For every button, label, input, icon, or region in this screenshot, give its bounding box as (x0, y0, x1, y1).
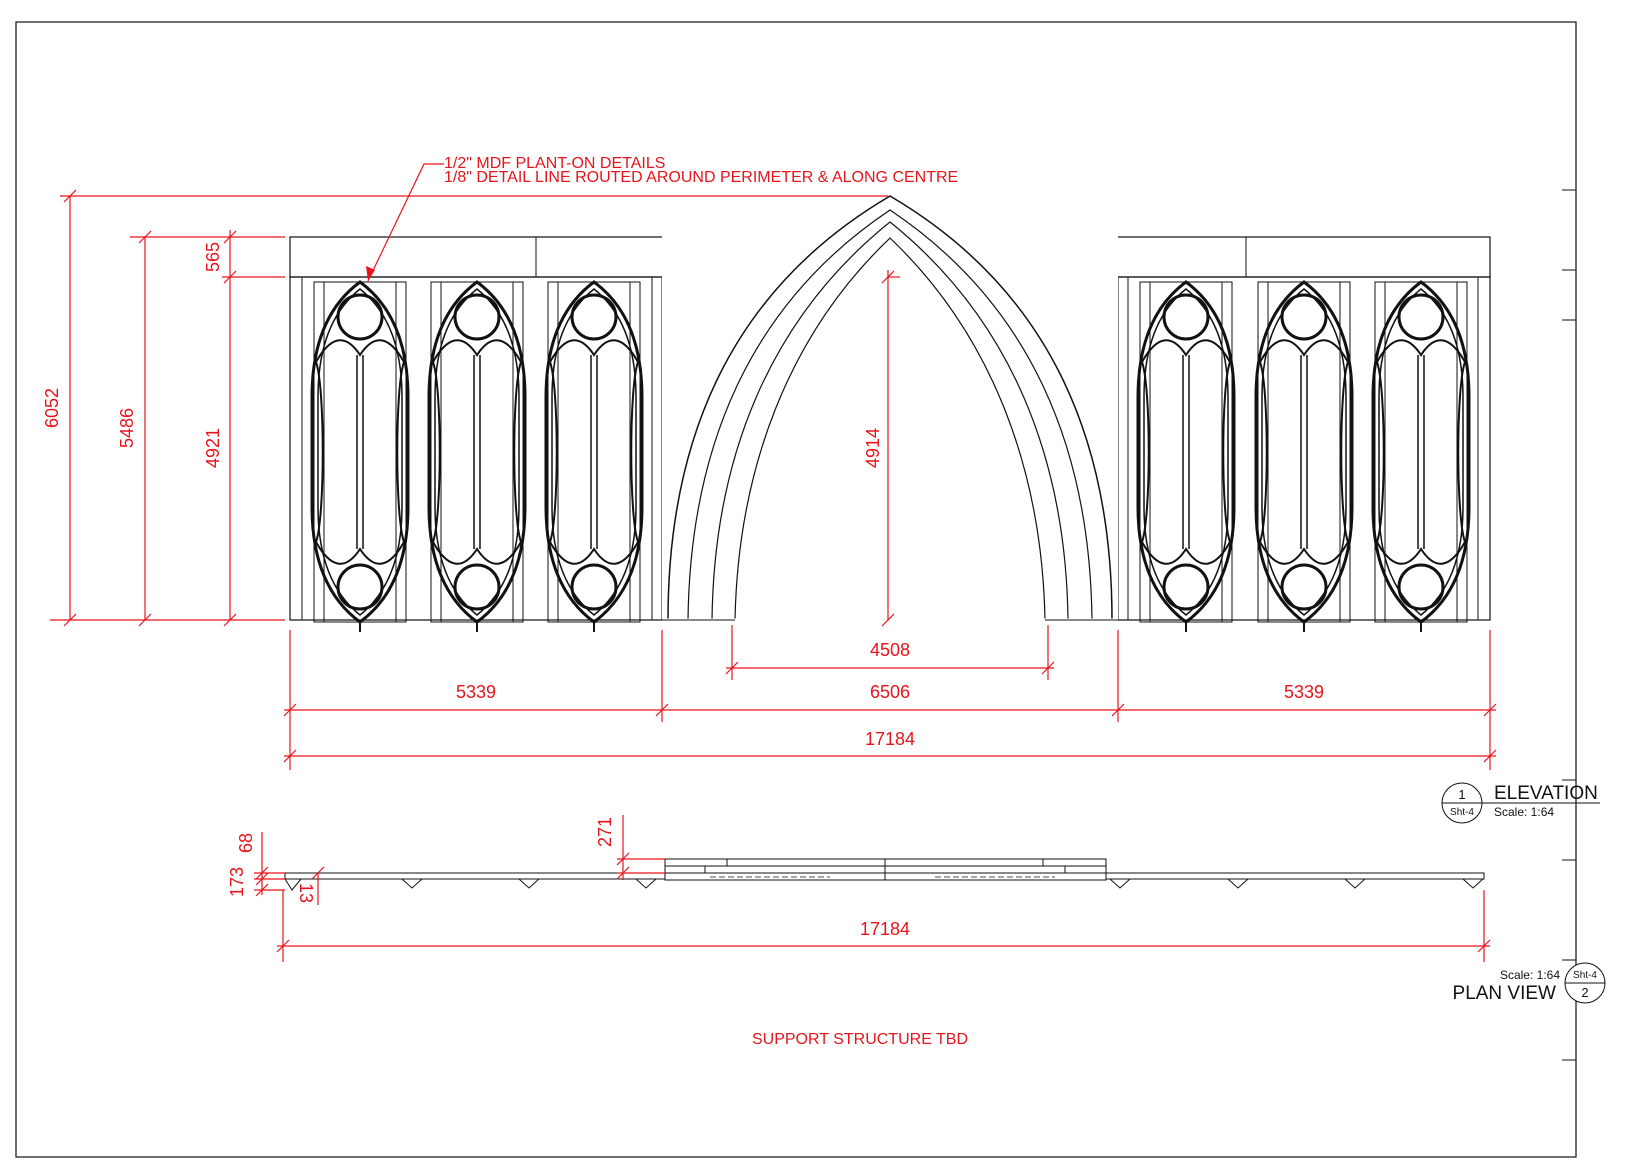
plan-view-tag: Sht-4 2 Scale: 1:64 PLAN VIEW (1453, 962, 1606, 1004)
plan-tag-sheet: Sht-4 (1573, 970, 1597, 981)
plan-dim-271: 271 (595, 817, 615, 847)
window-panel (1136, 280, 1236, 634)
plan-tag-number: 2 (1581, 985, 1588, 1000)
window-panel (310, 280, 410, 634)
elevation-drawing (289, 195, 1491, 634)
elevation-title: ELEVATION (1494, 783, 1598, 804)
window-panel (427, 280, 527, 634)
callout-line-2: 1/8" DETAIL LINE ROUTED AROUND PERIMETER… (444, 169, 958, 186)
dim-cap-height: 565 (203, 242, 223, 272)
plant-on-callout: 1/2" MDF PLANT-ON DETAILS 1/8" DETAIL LI… (366, 155, 958, 282)
plan-drawing (284, 858, 1485, 891)
elevation-scale: Scale: 1:64 (1494, 805, 1554, 819)
window-panel (544, 280, 644, 634)
plan-dimensions: 17184 68 173 13 271 (227, 815, 1491, 962)
plan-title: PLAN VIEW (1453, 983, 1557, 1004)
dim-wall-height: 5486 (117, 408, 137, 448)
dim-left-section: 5339 (456, 682, 496, 702)
dim-overall-width: 17184 (865, 729, 915, 749)
support-structure-note: SUPPORT STRUCTURE TBD (752, 1031, 968, 1048)
plan-scale: Scale: 1:64 (1500, 968, 1560, 982)
window-panel (1371, 280, 1471, 634)
window-panel (1254, 280, 1354, 634)
elevation-tag-number: 1 (1458, 787, 1465, 802)
elevation-dimensions: 6052 5486 4921 565 4914 4508 5339 6506 5… (42, 189, 1497, 770)
plan-dim-68: 68 (236, 833, 256, 853)
dim-center-section: 6506 (870, 682, 910, 702)
elevation-view-tag: 1 Sht-4 ELEVATION Scale: 1:64 (1441, 782, 1600, 824)
sheet-border (15, 21, 1577, 1158)
dim-arch-opening: 4508 (870, 640, 910, 660)
plan-dim-173: 173 (227, 867, 247, 897)
dim-right-section: 5339 (1284, 682, 1324, 702)
title-block-ticks (1562, 189, 1576, 1061)
dim-overall-height: 6052 (42, 388, 62, 428)
plan-dim-13: 13 (296, 883, 316, 903)
elevation-tag-sheet: Sht-4 (1450, 807, 1474, 818)
callout-line-1: 1/2" MDF PLANT-ON DETAILS (444, 155, 665, 172)
gothic-arch (662, 195, 1118, 622)
plan-dim-overall-width: 17184 (860, 919, 910, 939)
dim-arch-height: 4914 (863, 428, 883, 468)
dim-panel-height: 4921 (203, 428, 223, 468)
